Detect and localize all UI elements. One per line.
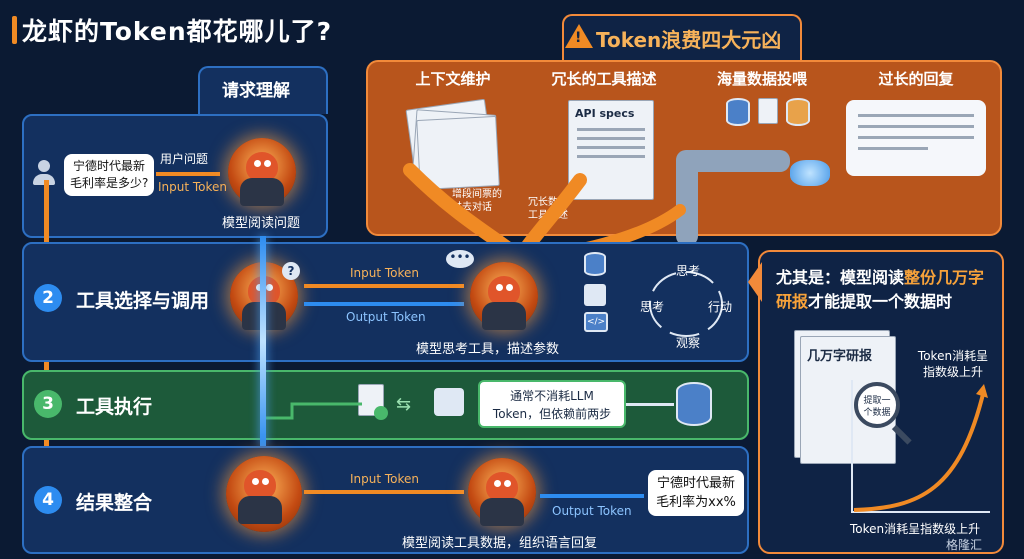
lobster-integrating-icon (226, 456, 302, 532)
waste-category-context: 上下文维护 (415, 70, 491, 88)
cycle-act: 行动 (708, 300, 733, 314)
side-emphasis-text: 尤其是：模型阅读整份几万字研报才能提取一个数据时 (776, 266, 996, 314)
report-label: 几万字研报 (807, 349, 873, 364)
document-icon (758, 98, 778, 124)
stage4-input-token: Input Token (350, 472, 420, 486)
stage1-title: 请求理解 (222, 81, 290, 101)
cycle-think-left: 思考 (640, 300, 665, 314)
stage4-label: 结果整合 (76, 492, 153, 514)
check-badge-icon (374, 406, 388, 420)
input-token-arrow (304, 284, 464, 288)
vertical-token-flow (260, 236, 266, 446)
waste-category-tool-desc: 冗长的工具描述 (551, 70, 657, 88)
stage4-input-arrow (304, 490, 464, 494)
lobster-reading-data-icon (468, 458, 536, 526)
output-token-arrow (304, 302, 464, 306)
user-icon (32, 160, 56, 186)
magnifier-icon: 提取一 个数据 (854, 382, 900, 428)
stage2-label: 工具选择与调用 (76, 290, 210, 312)
cycle-think-top: 思考 (676, 264, 701, 278)
waste-title: Token浪费四大元凶 (596, 28, 782, 52)
growth-label: Token消耗呈 指数级上升 (917, 349, 989, 379)
think-act-observe-cycle (649, 271, 723, 337)
code-tool-icon: </> (584, 312, 608, 332)
database-icon (726, 98, 750, 126)
database-icon (786, 98, 810, 126)
database-tool-icon (584, 252, 606, 276)
stage4-output-token: Output Token (552, 504, 632, 518)
side-text-post: 才能提取一个数据时 (808, 292, 953, 311)
pipe-vertical (676, 150, 698, 246)
cycle-observe: 观察 (676, 336, 701, 350)
stage2-output-token: Output Token (346, 310, 426, 324)
callout-arrow (626, 403, 674, 406)
lobster-reading-icon (228, 138, 296, 206)
stage2-panel (22, 242, 749, 362)
input-arrow (156, 172, 220, 176)
answer-bubble: 宁德时代最新 毛利率为xx% (648, 470, 744, 516)
page-title: 龙虾的Token都花哪儿了? (22, 17, 333, 46)
question-mark-icon: ? (282, 262, 300, 280)
stage3-callout: 通常不消耗LLM Token，但依赖前两步 (478, 380, 626, 428)
waste-category-long-reply: 过长的回复 (878, 70, 954, 88)
stage4-number: 4 (34, 486, 62, 514)
stage4-caption: 模型阅读工具数据，组织语言回复 (402, 536, 598, 551)
exponential-growth-curve (851, 380, 990, 513)
exchange-arrows-icon: ⇆ (396, 394, 412, 415)
title-accent-bar (12, 16, 17, 44)
waste-category-data-feed: 海量数据投喂 (716, 70, 807, 88)
database-result-icon (676, 382, 712, 426)
stage4-panel (22, 446, 749, 554)
thought-bubble-icon: ••• (446, 250, 474, 268)
warning-triangle-icon (565, 24, 593, 48)
request-understanding-tab (198, 66, 328, 114)
waste-title-tab (562, 14, 802, 60)
side-pointer (748, 262, 762, 302)
side-text-highlight: 整份几万字研报 (776, 268, 985, 311)
calculator-tool-icon (584, 284, 606, 306)
input-token-label: Input Token (158, 180, 228, 194)
user-question-bubble: 宁德时代最新 毛利率是多少? (64, 154, 154, 196)
stage2-input-token: Input Token (350, 266, 420, 280)
stage3-label: 工具执行 (76, 396, 153, 418)
axis-label: Token消耗呈指数级上升 (850, 522, 981, 536)
stage2-caption: 模型思考工具，描述参数 (416, 342, 560, 357)
long-reply-bubble-icon (846, 100, 986, 176)
stage1-caption: 模型阅读问题 (222, 216, 301, 231)
user-question-label: 用户问题 (160, 152, 209, 166)
stage3-number: 3 (34, 390, 62, 418)
warning-exclamation-icon: ! (575, 30, 582, 46)
api-specs-label: API specs (575, 107, 635, 120)
watermark: 格隆汇 (946, 538, 983, 552)
stage2-number: 2 (34, 284, 62, 312)
data-splash-icon (790, 160, 830, 186)
side-text-pre: 尤其是：模型阅读 (776, 268, 905, 287)
calculator-icon (434, 388, 464, 416)
pipe-horizontal (680, 150, 790, 172)
annotation-history: 增段间票的 过去对话 (452, 189, 502, 213)
stage4-output-arrow (540, 494, 644, 498)
lobster-thinking-icon (470, 262, 538, 330)
